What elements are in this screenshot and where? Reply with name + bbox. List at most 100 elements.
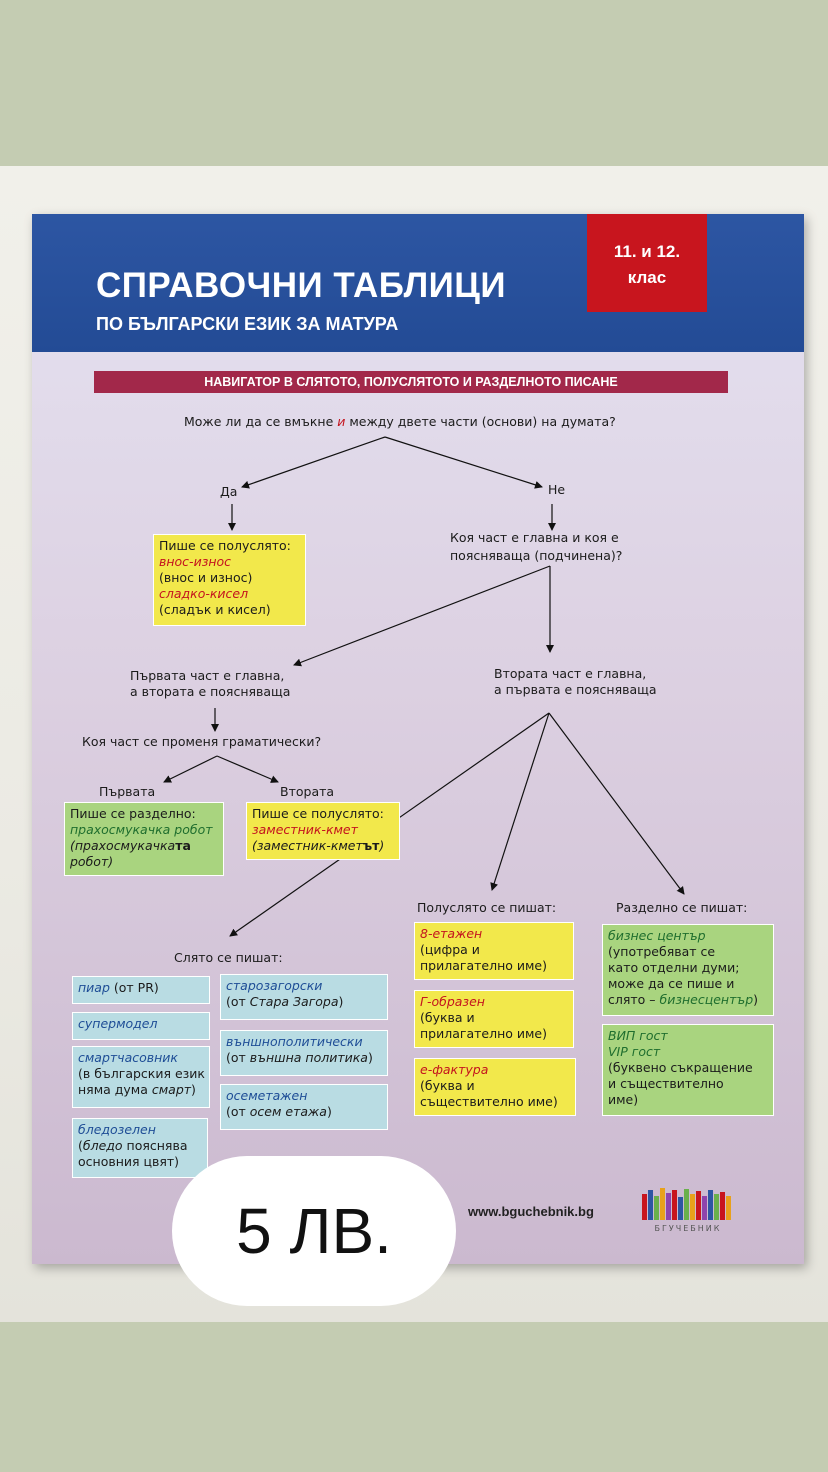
semi-item-8floor-ex: 8-етажен: [420, 926, 483, 941]
second-box-note-end: ): [379, 838, 385, 853]
together-item-smartwatch-note1: (в българския език: [78, 1066, 205, 1081]
together-item-smartwatch-note2: няма дума смарт): [78, 1082, 204, 1098]
semi-item-8floor: 8-етажен (цифра и прилагателно име): [414, 922, 574, 980]
grade-badge: 11. и 12. клас: [587, 214, 707, 312]
semi-item-einvoice: е-фактура (буква и съществително име): [414, 1058, 576, 1116]
yes-result-box: Пише се полуслято: внос-износ (внос и из…: [153, 534, 306, 626]
separate-item-vipguest: ВИП гост VIP гост (буквено съкращение и …: [602, 1024, 774, 1116]
first-box-head: Пише се разделно:: [70, 806, 196, 821]
main-question-pre: Може ли да се вмъкне: [184, 414, 338, 429]
yes-box-example2: сладко-кисел: [159, 586, 249, 601]
arrow-to-second-label: [216, 755, 279, 783]
separate-item-vipguest-l1: (буквено съкращение: [608, 1060, 753, 1075]
together-item-paleGreen-note2: основния цвят): [78, 1154, 180, 1169]
separate-item-businesscenter-l3: може да се пише и: [608, 976, 735, 991]
answer-yes: Да: [220, 484, 238, 499]
together-item-foreignpolicy-note-it: външна политика: [249, 1050, 368, 1065]
arrow-to-no: [384, 436, 543, 489]
second-main-line2: а първата е поясняваща: [494, 682, 657, 697]
together-item-piar-ex: пиар: [78, 980, 110, 995]
book-cover: СПРАВОЧНИ ТАБЛИЦИ ПО БЪЛГАРСКИ ЕЗИК ЗА М…: [32, 214, 804, 1264]
first-box-note-end: робот): [70, 854, 218, 870]
together-item-smartwatch-note2-pre: няма дума: [78, 1082, 152, 1097]
section-banner: НАВИГАТОР В СЛЯТОТО, ПОЛУСЛЯТОТО И РАЗДЕ…: [94, 371, 728, 393]
second-result-box: Пише се полуслято: заместник-кмет (замес…: [246, 802, 400, 860]
yes-box-note2: (сладък и кисел): [159, 602, 271, 617]
first-label: Първата: [99, 784, 156, 799]
books-logo-icon: [642, 1188, 731, 1220]
main-question-post: между двете части (основи) на думата?: [345, 414, 616, 429]
cover-subtitle: ПО БЪЛГАРСКИ ЕЗИК ЗА МАТУРА: [96, 314, 399, 334]
yes-box-note1: (внос и износ): [159, 570, 253, 585]
together-item-supermodel-ex: супермодел: [78, 1016, 158, 1031]
separate-item-vipguest-ex2: VIP гост: [608, 1044, 661, 1059]
arrow-to-semi: [490, 712, 550, 891]
price-tag: 5 ЛВ.: [172, 1156, 456, 1306]
second-box-example: заместник-кмет: [252, 822, 358, 837]
first-box-note-pre: (прахосмукачка: [70, 838, 176, 853]
semi-item-gshaped-note2: прилагателно име): [420, 1026, 547, 1041]
separate-item-businesscenter-l4: слято – бизнесцентър): [608, 992, 768, 1008]
semi-item-einvoice-ex: е-фактура: [420, 1062, 489, 1077]
together-item-smartwatch-note2-post: ): [191, 1082, 196, 1097]
together-item-paleGreen: бледозелен (бледо пояснява основния цвят…: [72, 1118, 208, 1178]
arrow-to-yes: [241, 436, 386, 489]
separate-item-vipguest-l3: име): [608, 1092, 639, 1107]
arrow-to-first-label: [163, 755, 218, 783]
separate-item-businesscenter-l4-pre: слято –: [608, 992, 660, 1007]
second-box-head: Пише се полуслято:: [252, 806, 384, 821]
first-box-note-bold: та: [175, 838, 191, 853]
grade-badge-line2: клас: [627, 268, 667, 287]
semi-item-gshaped-ex: Г-образен: [420, 994, 485, 1009]
separate-item-businesscenter: бизнес център (употребяват се като отдел…: [602, 924, 774, 1016]
first-box-example: прахосмукачка робот: [70, 822, 213, 837]
yes-box-example1: внос-износ: [159, 554, 232, 569]
together-item-paleGreen-note1: (бледо пояснява: [78, 1138, 202, 1154]
second-box-note-pre: (заместник-кмет: [252, 838, 363, 853]
together-item-paleGreen-note1-post: пояснява: [122, 1138, 188, 1153]
separate-item-businesscenter-ex: бизнес център: [608, 928, 706, 943]
separate-item-businesscenter-l1: (употребяват се: [608, 944, 716, 959]
together-item-starozagorski-note-post: ): [338, 994, 344, 1009]
gram-question: Коя част се променя граматически?: [82, 734, 322, 749]
no-question-line2: поясняваща (подчинена)?: [450, 548, 623, 563]
second-box-note-bold: ът: [362, 838, 380, 853]
together-item-piar: пиар (от PR): [72, 976, 210, 1004]
semi-item-gshaped: Г-образен (буква и прилагателно име): [414, 990, 574, 1048]
together-item-starozagorski-note-it: Стара Загора: [249, 994, 339, 1009]
first-result-box: Пише се разделно: прахосмукачка робот (п…: [64, 802, 224, 876]
together-item-foreignpolicy-ex: външнополитически: [226, 1034, 363, 1049]
second-box-note: (заместник-кметът): [252, 838, 394, 854]
together-item-smartwatch-note2-it: смарт: [151, 1082, 192, 1097]
main-question-highlight: и: [337, 414, 346, 429]
together-item-supermodel: супермодел: [72, 1012, 210, 1040]
first-main-line1: Първата част е главна,: [130, 668, 285, 683]
arrow-to-separate: [548, 712, 685, 895]
together-item-starozagorski-note-pre: (от: [226, 994, 250, 1009]
together-item-piar-note: (от PR): [109, 980, 159, 995]
cover-header: СПРАВОЧНИ ТАБЛИЦИ ПО БЪЛГАРСКИ ЕЗИК ЗА М…: [32, 214, 804, 352]
first-box-note: (прахосмукачката: [70, 838, 218, 854]
together-item-foreignpolicy-note: (от външна политика): [226, 1050, 382, 1066]
flowchart-arrows: [163, 436, 685, 937]
together-item-paleGreen-note1-it: бледо: [82, 1138, 123, 1153]
together-item-starozagorski-ex: старозагорски: [226, 978, 323, 993]
together-item-foreignpolicy-note-pre: (от: [226, 1050, 250, 1065]
semi-item-8floor-note2: прилагателно име): [420, 958, 547, 973]
second-label: Втората: [280, 784, 335, 799]
separate-heading: Разделно се пишат:: [616, 900, 748, 915]
no-question-line1: Коя част е главна и коя е: [450, 530, 619, 545]
separate-item-businesscenter-l4-post: ): [753, 992, 759, 1007]
separate-item-businesscenter-l4-it: бизнесцентър: [659, 992, 754, 1007]
semi-item-8floor-note1: (цифра и: [420, 942, 480, 957]
together-item-starozagorski-note: (от Стара Загора): [226, 994, 382, 1010]
publisher-logo: БГУЧЕБНИК: [638, 1184, 738, 1238]
separate-item-vipguest-l2: и съществително: [608, 1076, 724, 1091]
grade-badge-line1: 11. и 12.: [613, 242, 681, 261]
together-item-eightfloor-ex: осеметажен: [226, 1088, 308, 1103]
separate-item-vipguest-ex1: ВИП гост: [608, 1028, 668, 1043]
first-box-note-end-text: робот): [70, 854, 114, 869]
first-main-line2: а втората е поясняваща: [130, 684, 291, 699]
together-item-foreignpolicy: външнополитически (от външна политика): [220, 1030, 388, 1076]
semi-item-einvoice-note1: (буква и: [420, 1078, 475, 1093]
